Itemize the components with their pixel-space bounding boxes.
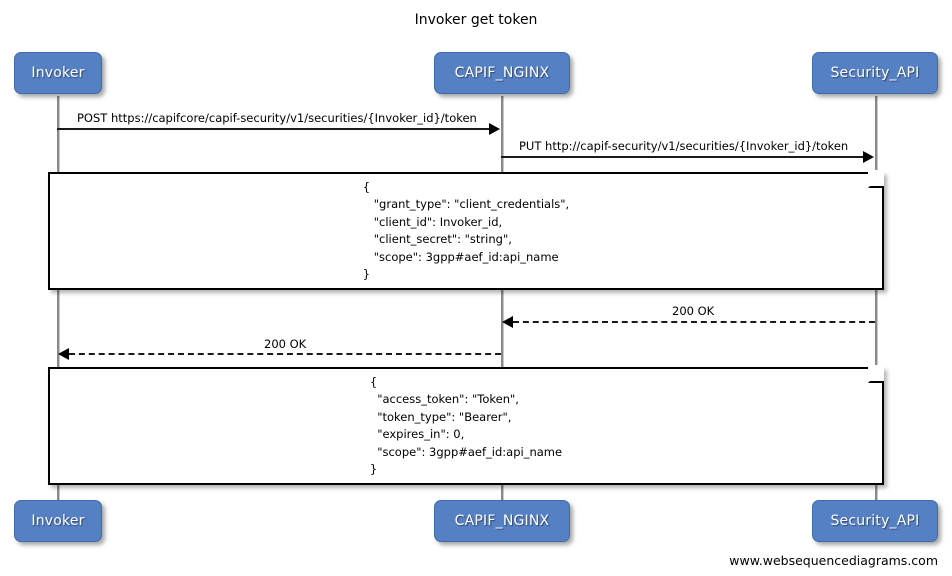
note-fold-corner-icon: [868, 365, 886, 383]
message-arrowhead-msg1: [489, 123, 500, 135]
participant-label: CAPIF_NGINX: [454, 65, 550, 81]
note-request-body: { "grant_type": "client_credentials", "c…: [50, 174, 882, 288]
note-line: }: [362, 267, 371, 281]
message-line-msg2: [501, 156, 863, 158]
participant-capif-nginx-top[interactable]: CAPIF_NGINX: [434, 52, 570, 94]
participant-invoker-top[interactable]: Invoker: [14, 52, 102, 94]
message-label-msg4: 200 OK: [261, 337, 310, 351]
note-line: "scope": 3gpp#aef_id:api_name: [362, 249, 559, 264]
message-line-msg4: [69, 353, 501, 355]
message-line-msg1: [57, 128, 489, 130]
lifeline-capif-nginx: [501, 96, 503, 500]
message-label-msg1: POST https://capifcore/capif-security/v1…: [74, 111, 480, 125]
note-line: "client_id": Invoker_id,: [362, 214, 503, 229]
note-line: "scope": 3gpp#aef_id:api_name: [369, 444, 563, 459]
note-line: "access_token": "Token",: [369, 392, 519, 406]
message-arrowhead-msg3: [502, 316, 513, 328]
lifeline-security-api: [875, 96, 877, 500]
participant-label: CAPIF_NGINX: [454, 513, 550, 529]
message-label-msg2: PUT http://capif-security/v1/securities/…: [516, 139, 852, 153]
message-arrowhead-msg2: [863, 151, 874, 163]
page-title: Invoker get token: [414, 12, 538, 28]
participant-invoker-bottom[interactable]: Invoker: [14, 500, 102, 542]
message-label-msg3: 200 OK: [669, 304, 718, 318]
note-line: "token_type": "Bearer",: [369, 409, 512, 424]
participant-label: Security_API: [830, 65, 920, 81]
note-line: "client_secret": "string",: [362, 232, 512, 246]
note-line: {: [362, 179, 371, 194]
participant-label: Invoker: [31, 65, 85, 81]
note-line: {: [369, 374, 378, 389]
note-line: "grant_type": "client_credentials",: [362, 197, 570, 211]
participant-security-api-top[interactable]: Security_API: [812, 52, 938, 94]
note-line: "expires_in": 0,: [369, 427, 465, 441]
participant-capif-nginx-bottom[interactable]: CAPIF_NGINX: [434, 500, 570, 542]
note-response: { "access_token": "Token", "token_type":…: [48, 365, 886, 485]
footer-watermark: www.websequencediagrams.com: [729, 553, 938, 568]
participant-label: Security_API: [830, 513, 920, 529]
note-response-body: { "access_token": "Token", "token_type":…: [50, 369, 882, 483]
lifeline-invoker: [57, 96, 59, 500]
note-request: { "grant_type": "client_credentials", "c…: [48, 170, 886, 290]
note-fold-corner-icon: [868, 170, 886, 188]
message-arrowhead-msg4: [58, 348, 69, 360]
note-line: }: [369, 462, 378, 476]
participant-security-api-bottom[interactable]: Security_API: [812, 500, 938, 542]
message-line-msg3: [513, 321, 875, 323]
participant-label: Invoker: [31, 513, 85, 529]
